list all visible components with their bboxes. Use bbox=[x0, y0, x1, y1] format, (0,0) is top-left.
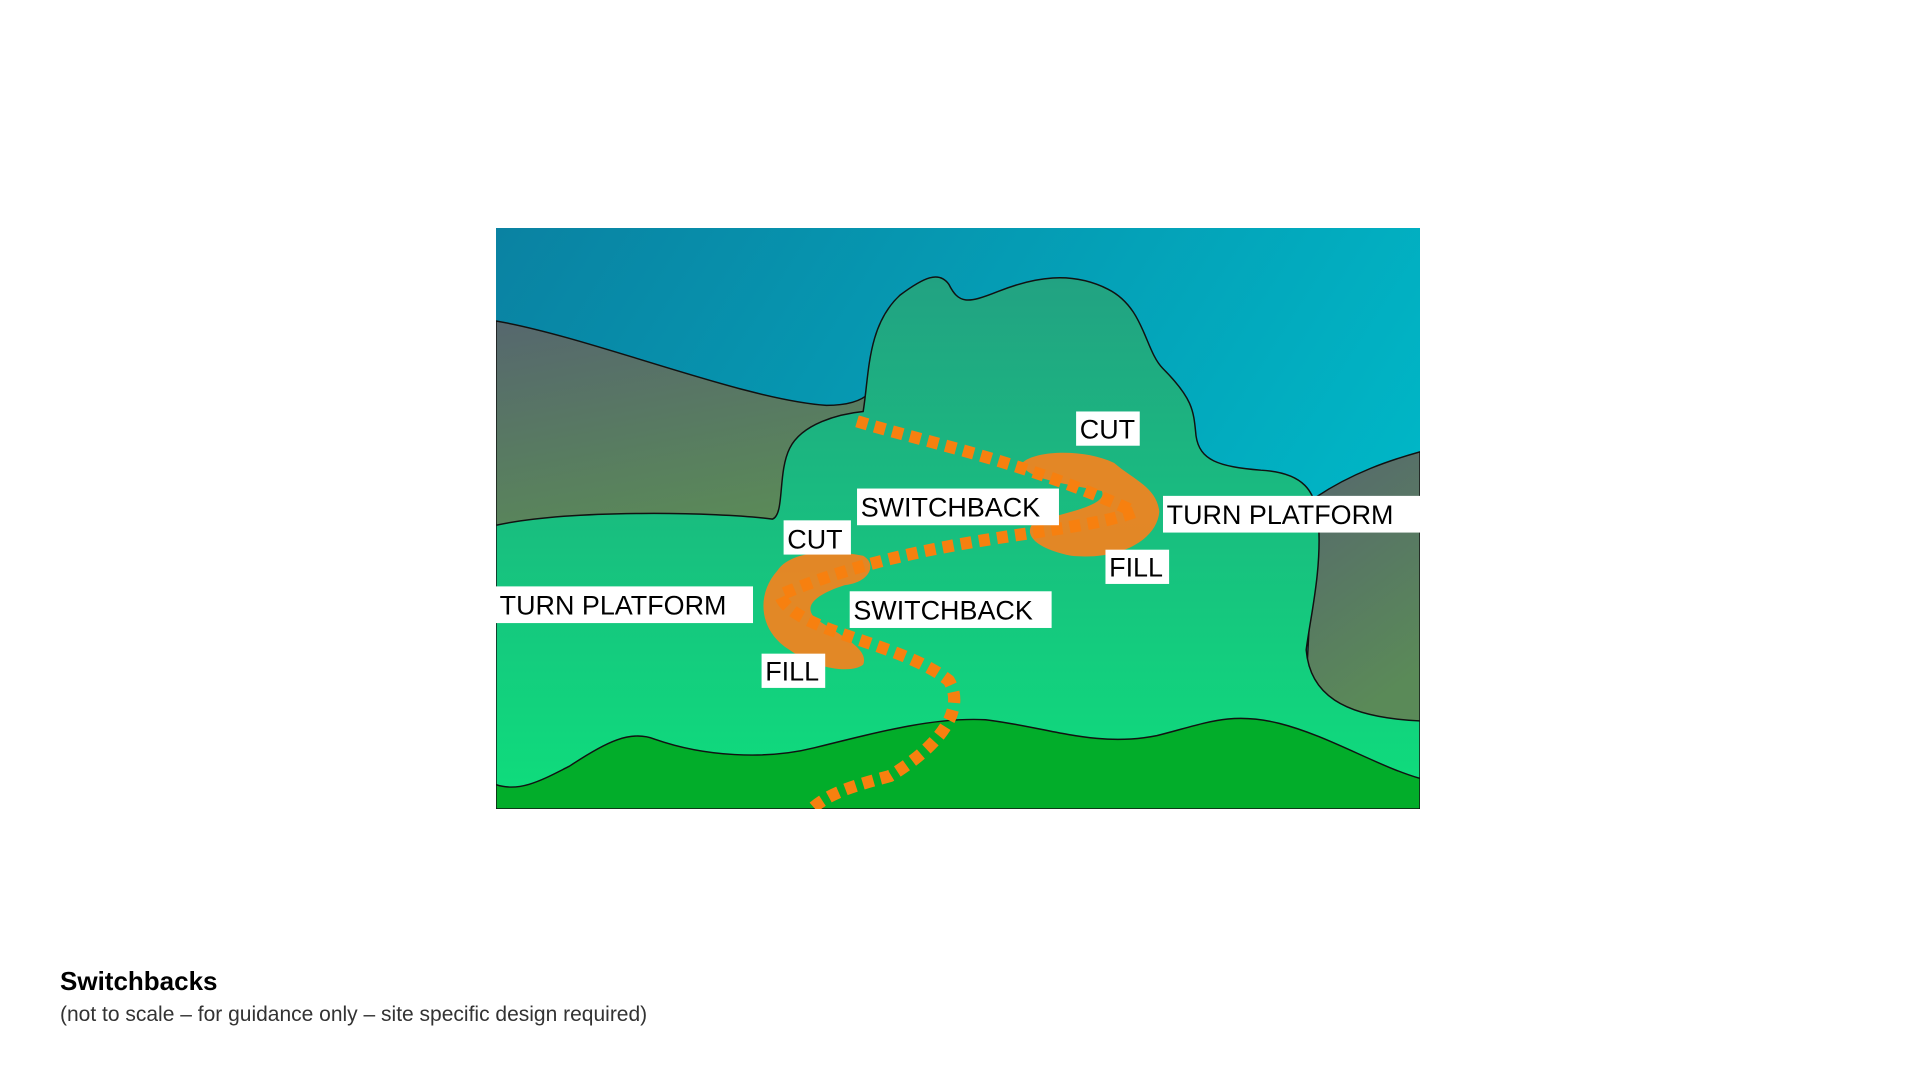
label-switchback-upper: SWITCHBACK bbox=[857, 488, 1059, 526]
svg-text:SWITCHBACK: SWITCHBACK bbox=[853, 595, 1032, 625]
foreground-hill bbox=[496, 717, 1420, 809]
svg-text:TURN PLATFORM: TURN PLATFORM bbox=[1167, 500, 1394, 530]
switchback-diagram: CUT SWITCHBACK TURN PLATFORM FILL CUT TU… bbox=[496, 228, 1420, 809]
label-fill-lower: FILL bbox=[761, 653, 826, 688]
svg-text:FILL: FILL bbox=[765, 657, 819, 687]
svg-text:CUT: CUT bbox=[787, 524, 842, 554]
label-cut-upper: CUT bbox=[1076, 411, 1140, 446]
caption-title: Switchbacks bbox=[60, 966, 218, 996]
svg-text:TURN PLATFORM: TURN PLATFORM bbox=[500, 591, 727, 621]
svg-text:FILL: FILL bbox=[1109, 553, 1163, 583]
svg-text:CUT: CUT bbox=[1080, 414, 1135, 444]
trail-path bbox=[772, 415, 1151, 809]
label-turn-platform-left: TURN PLATFORM bbox=[496, 586, 754, 624]
central-mountain bbox=[496, 276, 1420, 809]
label-switchback-lower: SWITCHBACK bbox=[849, 591, 1052, 628]
svg-text:SWITCHBACK: SWITCHBACK bbox=[861, 493, 1040, 523]
caption-subtitle: (not to scale – for guidance only – site… bbox=[60, 1003, 648, 1026]
label-fill-upper: FILL bbox=[1105, 549, 1170, 584]
label-turn-platform-right: TURN PLATFORM bbox=[1162, 495, 1420, 533]
label-cut-lower: CUT bbox=[783, 520, 851, 555]
